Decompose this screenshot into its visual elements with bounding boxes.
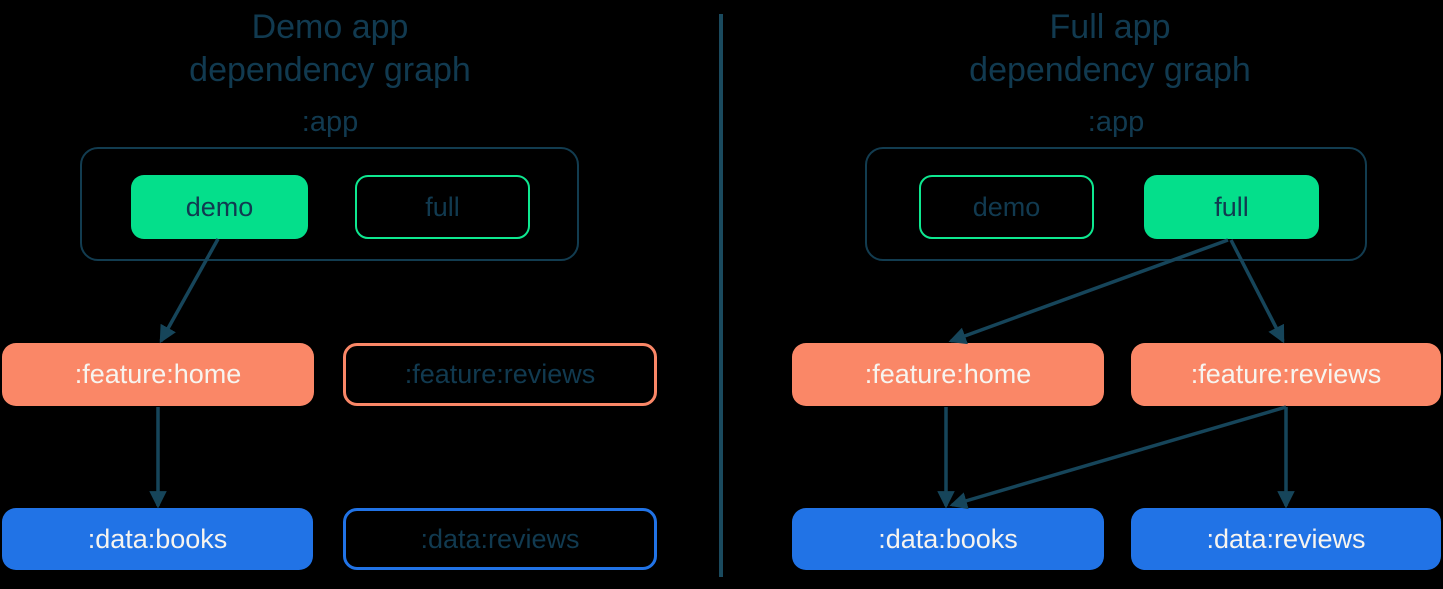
full-data-reviews-node: :data:reviews	[1131, 508, 1441, 570]
full-graph-title-line1: Full app	[1049, 8, 1171, 46]
full-graph-title-line2: dependency graph	[969, 51, 1251, 89]
full-feature-reviews-node: :feature:reviews	[1131, 343, 1441, 406]
demo-app-module-box: demo full	[80, 147, 579, 261]
demo-data-reviews-node: :data:reviews	[343, 508, 657, 570]
demo-feature-home-node: :feature:home	[2, 343, 314, 406]
full-variant-demo-inactive: demo	[919, 175, 1094, 239]
demo-data-books-node: :data:books	[2, 508, 313, 570]
full-data-books-node: :data:books	[792, 508, 1104, 570]
demo-variant-full-inactive: full	[355, 175, 530, 239]
demo-graph-title-line1: Demo app	[251, 8, 409, 46]
full-feature-home-node: :feature:home	[792, 343, 1104, 406]
demo-variant-demo-active: demo	[131, 175, 308, 239]
demo-app-module-label: :app	[301, 106, 359, 138]
full-graph-title: Full app dependency graph	[860, 6, 1360, 92]
full-app-module-box: demo full	[865, 147, 1367, 261]
demo-graph-title: Demo app dependency graph	[80, 6, 580, 92]
full-variant-full-active: full	[1144, 175, 1319, 239]
demo-feature-reviews-node: :feature:reviews	[343, 343, 657, 406]
full-app-module-label: :app	[1087, 106, 1145, 138]
demo-graph-title-line2: dependency graph	[189, 51, 471, 89]
edge-feature-reviews-to-data-books	[949, 405, 1287, 510]
